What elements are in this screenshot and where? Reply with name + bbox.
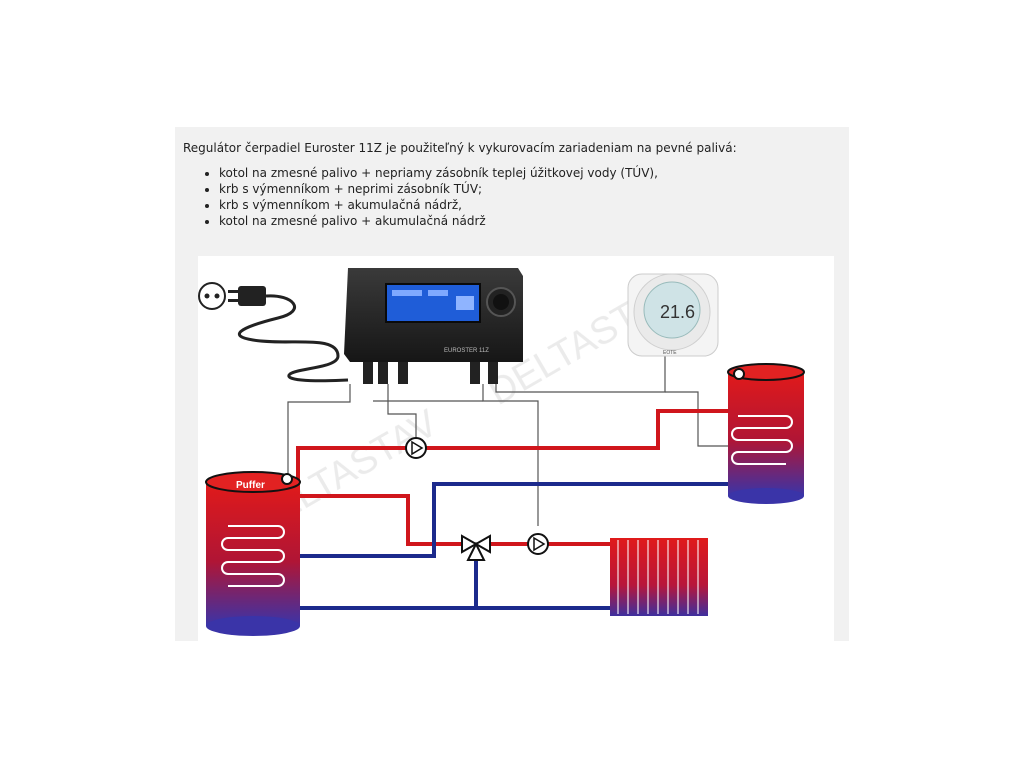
thermostat-display [643,281,701,339]
puffer-label: Puffer [236,480,265,491]
list-item: kotol na zmesné palivo + nepriamy zásobn… [219,165,658,181]
room-thermostat: 21.6 EOTE [627,273,719,357]
application-list: kotol na zmesné palivo + nepriamy zásobn… [201,165,658,229]
mixing-valve-icon [461,534,491,561]
thermostat-temperature: 21.6 [660,302,695,322]
power-plug-icon [228,286,349,383]
pump-icon [527,533,549,555]
euroster-controller: EUROSTER 11Z [344,268,523,384]
list-item: krb s výmenníkom + akumulačná nádrž, [219,197,658,213]
cold-water-pipes [298,482,728,610]
pump-icon [405,437,427,459]
signal-wires [287,344,728,526]
puffer-tank: Puffer [205,471,301,636]
controller-brand-label: EUROSTER 11Z [444,348,489,354]
tank-sensor-icon [733,368,745,380]
heating-diagram: DELTASTAV DELTASTAV [198,256,834,642]
power-outlet-icon [198,282,226,310]
list-item: kotol na zmesné palivo + akumulačná nádr… [219,213,658,229]
thermostat-brand-label: EOTE [663,350,677,356]
list-item: krb s výmenníkom + neprimi zásobník TÚV; [219,181,658,197]
tank-sensor-icon [281,473,293,485]
hot-water-tank [727,363,805,504]
radiator [610,538,708,616]
intro-text: Regulátor čerpadiel Euroster 11Z je použ… [183,141,737,155]
